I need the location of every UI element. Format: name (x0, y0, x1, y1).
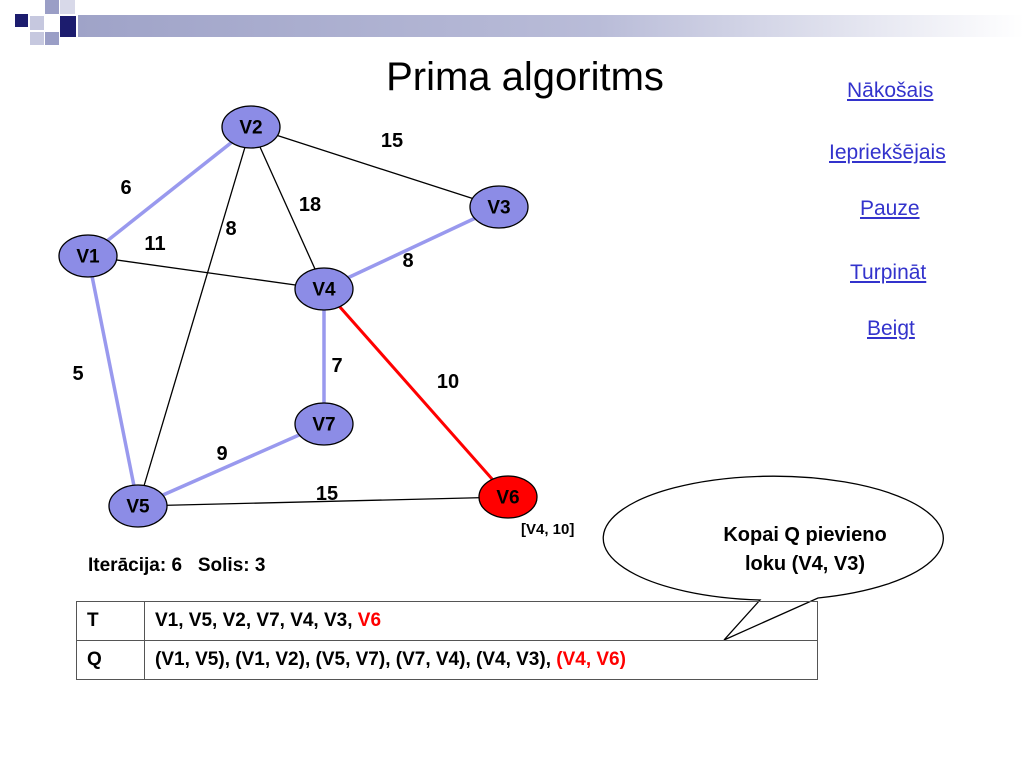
next-link[interactable]: Nākošais (847, 79, 934, 102)
edge-note: [V4, 10] (521, 521, 575, 538)
edge-v5-v7 (137, 422, 325, 508)
edge-weight-label: 6 (120, 177, 131, 199)
table-row-t: T V1, V5, V2, V7, V4, V3, V6 (76, 601, 818, 641)
table-value: (V1, V5), (V1, V2), (V5, V7), (V7, V4), … (144, 640, 818, 680)
edge-v3-v4 (323, 205, 500, 291)
edge-weight-label: 7 (331, 355, 342, 377)
decorative-header-bar (15, 0, 1024, 45)
vertex-label: V5 (126, 497, 150, 518)
table-row-q: Q (V1, V5), (V1, V2), (V5, V7), (V7, V4)… (76, 640, 818, 680)
vertex-node (58, 234, 118, 278)
vertex-label: V3 (487, 198, 510, 219)
state-table: T V1, V5, V2, V7, V4, V3, V6 Q (V1, V5),… (76, 601, 818, 680)
table-value-text: V1, V5, V2, V7, V4, V3, (155, 610, 353, 631)
pause-link[interactable]: Pauze (860, 197, 920, 220)
edge-weight-label: 10 (437, 371, 459, 393)
edge-weight-label: 9 (216, 443, 227, 465)
edge-weight-label: 15 (316, 483, 338, 505)
vertex-node (108, 484, 168, 528)
edge-v2-v5 (137, 126, 252, 507)
vertex-v5: V5 (108, 484, 168, 528)
step-label: Solis: (197, 555, 250, 576)
vertex-label: V6 (496, 488, 519, 509)
page-title: Prima algoritms (386, 55, 664, 99)
edge-weight-label: 8 (402, 250, 413, 272)
vertex-node (478, 475, 538, 519)
edge-v5-v6 (137, 496, 509, 507)
callout-line-2: loku (V4, V3) (744, 553, 866, 575)
table-value-highlight: (V4, V6) (556, 649, 626, 670)
edge-v1-v4 (87, 255, 325, 290)
end-link[interactable]: Beigt (867, 317, 915, 340)
continue-link[interactable]: Turpināt (850, 261, 927, 284)
vertex-node (294, 402, 354, 446)
vertex-node (221, 105, 281, 149)
vertex-v6: V6 (478, 475, 538, 519)
vertex-v7: V7 (294, 402, 354, 446)
iteration-status: Iterācija: 6 Solis: 3 (88, 555, 265, 577)
edge-v1-v2 (86, 125, 253, 258)
edge-weight-label: 18 (299, 194, 321, 216)
edge-v1-v5 (86, 255, 140, 507)
vertex-label: V1 (76, 247, 100, 268)
edge-weight-label: 11 (144, 233, 165, 255)
speech-callout (602, 475, 944, 641)
vertex-v2: V2 (221, 105, 281, 149)
vertex-label: V4 (312, 280, 336, 301)
table-value: V1, V5, V2, V7, V4, V3, V6 (144, 601, 818, 641)
vertex-node (294, 267, 354, 311)
callout-line-1: Kopai Q pievieno (723, 524, 887, 546)
table-key: Q (76, 640, 145, 680)
edge-weight-label: 5 (72, 363, 83, 385)
vertex-label: V7 (312, 415, 335, 436)
table-value-text: (V1, V5), (V1, V2), (V5, V7), (V7, V4), … (155, 649, 551, 670)
table-key: T (76, 601, 145, 641)
vertex-v3: V3 (469, 185, 529, 229)
edge-v4-v6 (322, 288, 510, 498)
vertex-node (469, 185, 529, 229)
edge-weight-label: 8 (225, 218, 236, 240)
edge-v2-v4 (250, 126, 325, 290)
edge-weight-label: 15 (381, 130, 403, 152)
iteration-value: 6 (171, 555, 183, 576)
previous-link[interactable]: Iepriekšējais (829, 141, 946, 164)
edge-v2-v3 (250, 126, 500, 208)
vertex-v4: V4 (294, 267, 354, 311)
vertex-v1: V1 (58, 234, 118, 278)
step-value: 3 (254, 555, 266, 576)
vertex-label: V2 (239, 118, 262, 139)
iteration-label: Iterācija: (88, 555, 167, 576)
callout-text: Kopai Q pievieno loku (V4, V3) (680, 521, 930, 579)
table-value-highlight: V6 (357, 610, 382, 631)
